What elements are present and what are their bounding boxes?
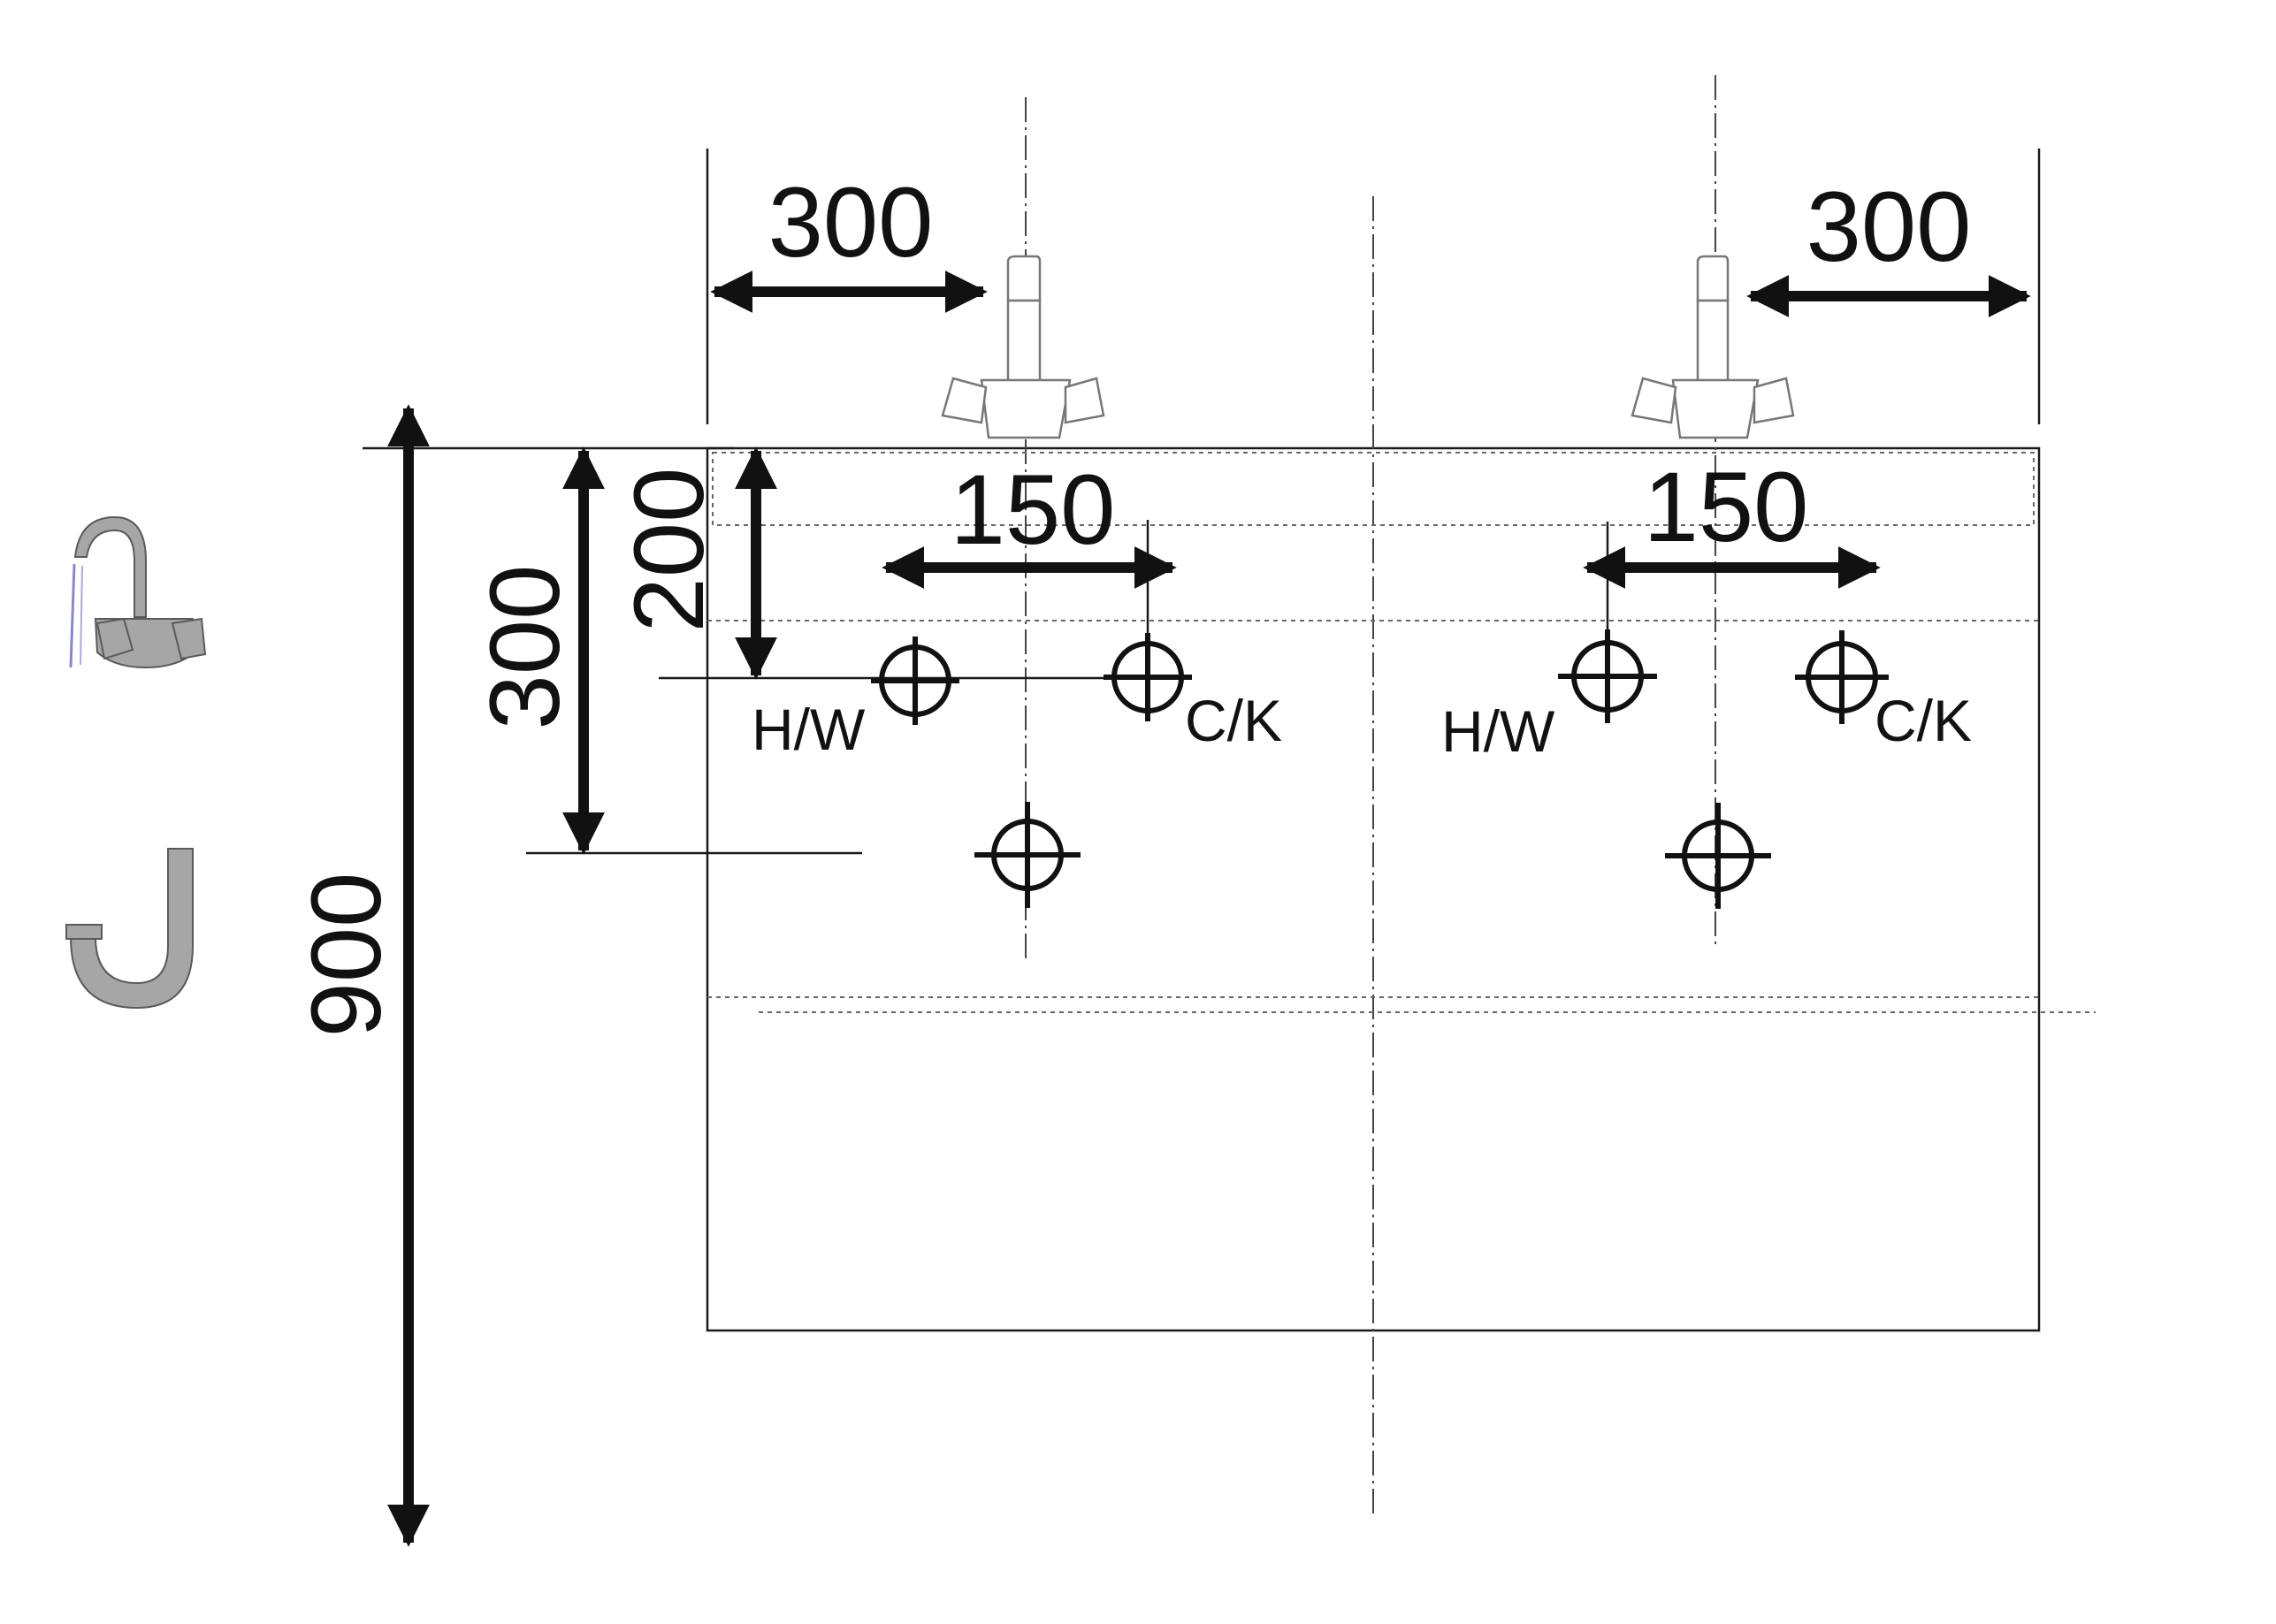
- left-cold-label: C/K: [1185, 688, 1282, 753]
- mixer-tap-icon: [69, 515, 207, 669]
- dim-overall-height: 900: [291, 873, 401, 1038]
- dim-left-tap-spacing: 150: [951, 454, 1116, 565]
- waste-trap-icon: [65, 848, 194, 1010]
- left-waste-crosshair: [974, 802, 1081, 908]
- right-cold-crosshair: [1795, 630, 1889, 724]
- left-hot-label: H/W: [752, 697, 866, 762]
- dim-right-offset: 300: [1806, 172, 1972, 282]
- worktop-outline: [712, 452, 2035, 526]
- right-hot-label: H/W: [1441, 698, 1555, 764]
- left-hot-crosshair: [871, 637, 959, 725]
- dim-tap-height: 200: [614, 468, 724, 633]
- right-cold-label: C/K: [1875, 688, 1972, 753]
- dim-waste-height: 300: [470, 565, 580, 730]
- dim-right-tap-spacing: 150: [1644, 452, 1809, 562]
- left-cold-crosshair: [1104, 633, 1192, 721]
- right-faucet-icon: [1631, 255, 1795, 439]
- left-faucet-icon: [941, 255, 1105, 439]
- dim-left-offset: 300: [768, 167, 934, 278]
- right-hot-crosshair: [1558, 629, 1657, 723]
- right-waste-crosshair: [1665, 803, 1771, 909]
